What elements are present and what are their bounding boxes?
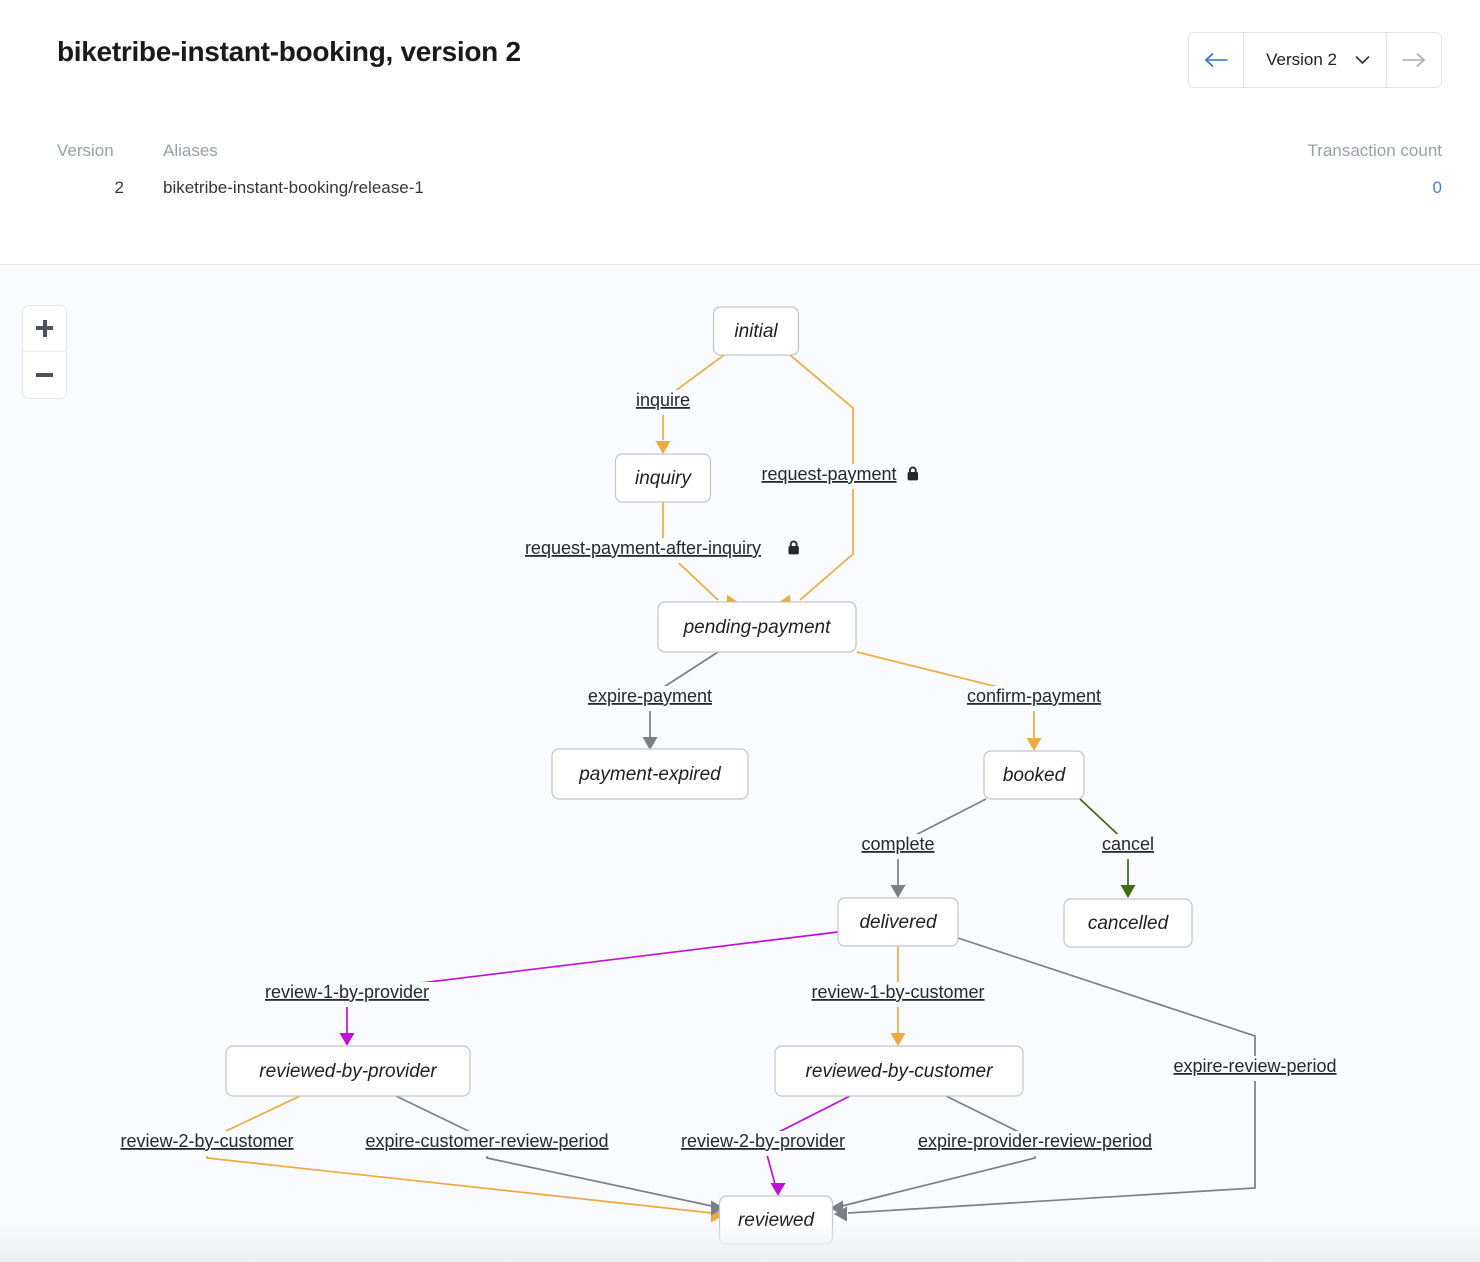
- state-node-reviewed-by-provider[interactable]: reviewed-by-provider: [225, 1045, 471, 1097]
- cell-transaction-count[interactable]: 0: [1432, 178, 1442, 197]
- state-node-label: booked: [1003, 765, 1067, 786]
- edge-label-text: inquire: [636, 390, 690, 410]
- zoom-controls: [22, 305, 67, 399]
- state-node-inquiry[interactable]: inquiry: [614, 453, 712, 503]
- edge-label-expire-provider-review-period[interactable]: expire-provider-review-period: [893, 1131, 1177, 1156]
- edge-arrowhead: [1026, 738, 1042, 751]
- state-node-label: payment-expired: [578, 764, 722, 785]
- edge-label-expire-review-period[interactable]: expire-review-period: [1156, 1056, 1354, 1081]
- edge-arrowhead: [890, 885, 906, 898]
- zoom-in-button[interactable]: [23, 306, 66, 352]
- arrow-right-icon: [1402, 53, 1425, 67]
- edge-label-text: cancel: [1102, 834, 1154, 854]
- column-header-transaction-count: Transaction count: [1307, 141, 1443, 160]
- version-navigator: Version 2: [1188, 32, 1442, 88]
- edge-label-review-2-by-customer[interactable]: review-2-by-customer: [108, 1131, 306, 1156]
- edge-label-expire-payment[interactable]: expire-payment: [580, 686, 720, 711]
- lock-icon: [907, 466, 919, 481]
- edge-label-text: confirm-payment: [967, 686, 1101, 706]
- edge-arrowhead: [339, 1033, 355, 1046]
- previous-version-button[interactable]: [1189, 33, 1245, 87]
- state-node-pending-payment[interactable]: pending-payment: [657, 601, 857, 653]
- edge-label-text: review-1-by-customer: [811, 982, 984, 1002]
- version-select-label: Version 2: [1266, 50, 1337, 69]
- edge-arrowhead: [890, 1033, 906, 1046]
- state-machine-diagram: inquire request-payment request-payment-af…: [108, 306, 1354, 1245]
- state-node-label: pending-payment: [683, 617, 832, 638]
- edge-label-cancel[interactable]: cancel: [1096, 834, 1160, 859]
- edge-arrowhead: [830, 1200, 843, 1216]
- edge-label-review-2-by-provider[interactable]: review-2-by-provider: [664, 1131, 862, 1156]
- zoom-out-button[interactable]: [23, 352, 66, 398]
- edge-label-text: complete: [861, 834, 934, 854]
- edge-label-text: review-2-by-customer: [120, 1131, 293, 1151]
- edge-arrowhead: [1120, 885, 1136, 898]
- edge-label-expire-customer-review-period[interactable]: expire-customer-review-period: [345, 1131, 629, 1156]
- meta-header-row: Version Aliases Transaction count: [57, 141, 1442, 167]
- column-header-aliases: Aliases: [163, 141, 218, 160]
- state-node-label: reviewed-by-provider: [259, 1061, 437, 1082]
- edge-label-text: expire-review-period: [1173, 1056, 1336, 1076]
- edge-label-text: review-2-by-provider: [681, 1131, 845, 1151]
- state-node-label: initial: [734, 321, 778, 342]
- edge-label-inquire[interactable]: inquire: [626, 390, 700, 415]
- next-version-button: [1386, 33, 1441, 87]
- state-node-label: inquiry: [635, 468, 692, 489]
- version-meta-table: Version Aliases Transaction count 2 bike…: [57, 141, 1442, 211]
- lock-icon: [788, 540, 799, 555]
- edge-label-text: expire-provider-review-period: [918, 1131, 1152, 1151]
- edge-label-text: review-1-by-provider: [265, 982, 429, 1002]
- graph-canvas[interactable]: inquire request-payment request-payment-af…: [0, 265, 1480, 1262]
- state-node-delivered[interactable]: delivered: [837, 897, 959, 947]
- edge-label-review-1-by-provider[interactable]: review-1-by-provider: [248, 982, 446, 1007]
- state-node-reviewed[interactable]: reviewed: [718, 1195, 834, 1245]
- plus-icon: [36, 320, 53, 337]
- minus-icon: [36, 373, 53, 377]
- edge-label-confirm-payment[interactable]: confirm-payment: [959, 686, 1109, 711]
- state-node-label: reviewed-by-customer: [806, 1061, 994, 1082]
- edge-arrowhead: [655, 441, 671, 454]
- state-node-booked[interactable]: booked: [983, 750, 1085, 800]
- edge-label-review-1-by-customer[interactable]: review-1-by-customer: [799, 982, 997, 1007]
- cell-version: 2: [114, 178, 124, 197]
- state-node-label: cancelled: [1088, 913, 1170, 934]
- edge-arrowhead: [770, 1183, 786, 1196]
- page-header: biketribe-instant-booking, version 2 Ver…: [0, 0, 1480, 265]
- state-node-cancelled[interactable]: cancelled: [1063, 898, 1193, 948]
- edge-label-request-payment[interactable]: request-payment: [754, 464, 926, 489]
- state-node-reviewed-by-customer[interactable]: reviewed-by-customer: [774, 1045, 1024, 1097]
- state-node-label: delivered: [859, 912, 938, 933]
- edge-label-request-payment-after-inquiry[interactable]: request-payment-after-inquiry: [501, 538, 807, 563]
- nodes-layer: initial inquiry pending-payment payment-exp…: [225, 306, 1193, 1245]
- page-title: biketribe-instant-booking, version 2: [57, 36, 521, 67]
- edge-expire-review-period: [847, 937, 1256, 1214]
- version-select[interactable]: Version 2: [1244, 33, 1386, 87]
- column-header-version: Version: [57, 141, 114, 160]
- state-node-label: reviewed: [738, 1210, 815, 1231]
- edge-label-complete[interactable]: complete: [856, 834, 940, 859]
- edge-arrowhead: [711, 1200, 724, 1216]
- cell-alias: biketribe-instant-booking/release-1: [163, 178, 424, 197]
- edge-label-text: expire-payment: [588, 686, 712, 706]
- chevron-down-icon: [1355, 56, 1370, 64]
- edge-arrowhead: [642, 737, 658, 750]
- edge-label-text: request-payment-after-inquiry: [525, 538, 761, 558]
- state-node-initial[interactable]: initial: [712, 306, 800, 356]
- edge-label-text: request-payment: [761, 464, 896, 484]
- edge-label-text: expire-customer-review-period: [365, 1131, 608, 1151]
- arrow-left-icon: [1205, 53, 1228, 67]
- edge-labels-layer: inquire request-payment request-payment-af…: [108, 390, 1354, 1156]
- state-node-payment-expired[interactable]: payment-expired: [551, 748, 749, 800]
